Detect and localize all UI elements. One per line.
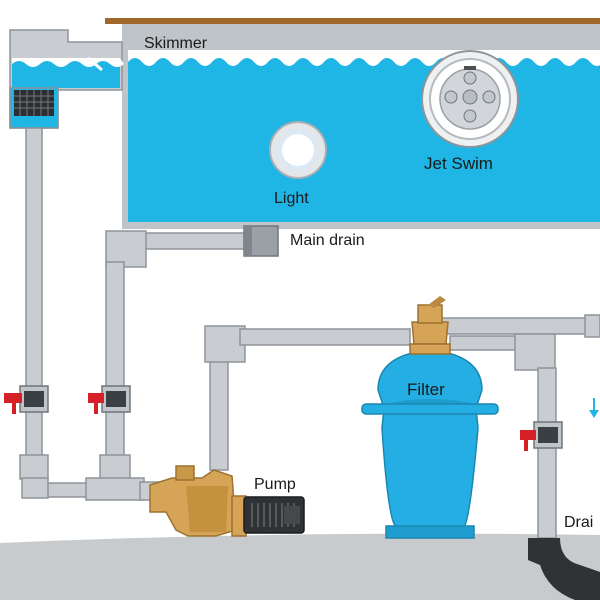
pool-water <box>128 50 600 222</box>
light-label: Light <box>274 190 309 207</box>
skimmer-wave <box>12 58 124 67</box>
drain-arrow-icon <box>589 398 599 418</box>
skimmer-label: Skimmer <box>144 35 208 52</box>
main-drain-fitting <box>243 225 279 257</box>
jet-swim-label: Jet Swim <box>424 154 493 173</box>
filter-tank-icon <box>361 296 499 539</box>
pump-icon <box>149 465 247 537</box>
ground <box>0 533 600 600</box>
pool-deck <box>105 18 600 24</box>
drain-label: Drai <box>564 514 594 531</box>
skimmer-basket-icon <box>14 90 54 116</box>
valve-icon <box>88 385 131 414</box>
drain-outlet <box>528 538 600 600</box>
skimmer-flap <box>87 56 103 72</box>
filter-label: Filter <box>407 380 445 399</box>
light-fixture-icon <box>269 121 327 179</box>
valve-icon <box>520 421 563 451</box>
pump-motor-icon <box>243 496 305 534</box>
jet-swim-icon <box>421 50 519 148</box>
pipe-network <box>19 127 600 539</box>
pump-label: Pump <box>254 476 296 493</box>
valve-icon <box>4 385 49 414</box>
main-drain-label: Main drain <box>290 232 365 249</box>
